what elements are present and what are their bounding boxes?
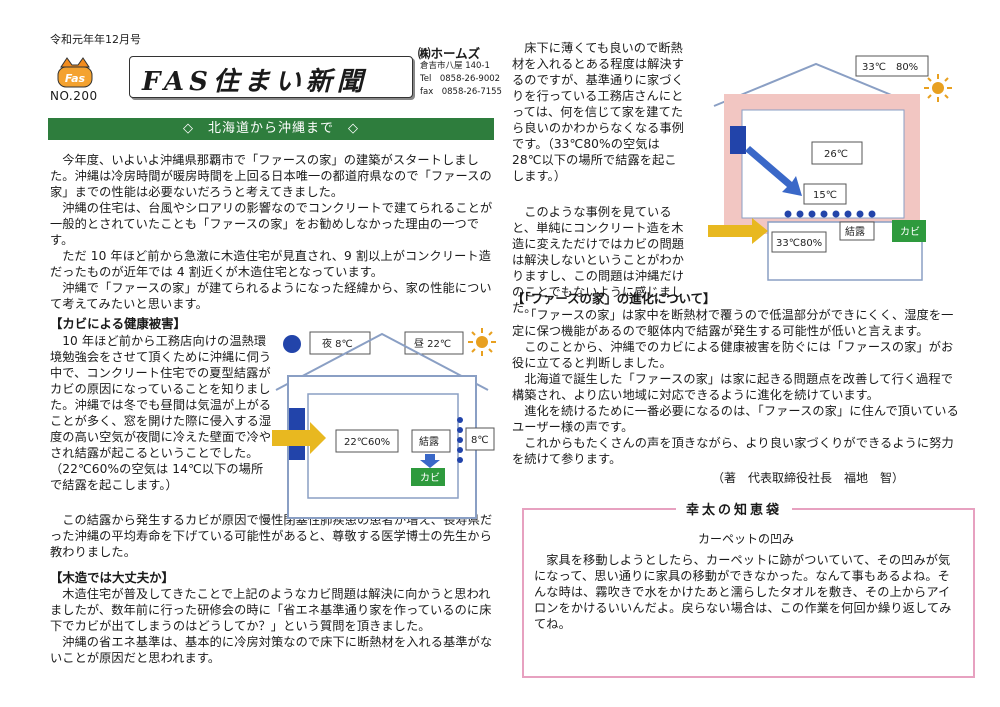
evolution-para: 進化を続けるために一番必要になるのは、「ファースの家」に住んで頂いているユーザー… — [512, 404, 959, 434]
mold-label: カビ — [420, 472, 440, 484]
mold-box — [892, 220, 926, 242]
section-heading-evolution: 【「ファースの家」の進化について】 — [512, 291, 716, 306]
house-roof — [713, 62, 919, 107]
tips-box-subtitle: カーペットの凹み — [698, 532, 795, 546]
newsletter-title: FAS住まい新聞 — [142, 67, 368, 97]
intro-para: ただ 10 年ほど前から急激に木造住宅が見直され、9 割以上がコンクリート造だっ… — [50, 249, 491, 279]
intro-para: 今年度、いよいよ沖縄県那覇市で「ファースの家」の建築がスタートしました。沖縄は冷… — [50, 153, 492, 199]
mold-para: 10 年ほど前から工務店向けの温熱環境勉強会をさせて頂くために沖縄に伺う中で、コ… — [50, 334, 272, 492]
condensation-droplets — [457, 417, 463, 463]
outside-condition-box — [855, 55, 929, 77]
issue-number: NO.200 — [50, 89, 98, 103]
tips-box-text: 家具を移動しようとしたら、カーペットに跡がついていて、その凹みが気になって、思い… — [534, 552, 958, 632]
condensation-droplets — [784, 210, 876, 218]
day-temp-label: 昼 22℃ — [414, 338, 451, 350]
wall-temp-box — [465, 427, 495, 451]
house-roof — [275, 332, 489, 391]
column2-para: このような事例を見ていると、単純にコンクリート造を木造に変えただけではカビの問題… — [512, 205, 685, 315]
section-heading-wooden: 【木造では大丈夫か】 — [50, 570, 174, 585]
tips-box-title: 幸太の知恵袋 — [676, 499, 793, 518]
inside-condition-box — [335, 429, 399, 453]
section-heading-mold: 【カビによる健康被害】 — [50, 316, 186, 331]
issue-date: 令和元年年12月号 — [50, 33, 141, 46]
tips-para: 家具を移動しようとしたら、カーペットに跡がついていて、その凹みが気になって、思い… — [534, 553, 952, 631]
mold-label: カビ — [900, 226, 920, 238]
company-tel: Tel 0858-26-9002 — [420, 74, 501, 84]
air-inflow-arrow — [272, 422, 326, 454]
newsletter-title-box: FAS住まい新聞 — [129, 56, 413, 98]
condensation-diagram-wooden: 33℃ 80% 26℃ 15℃ 33℃80% 結露 カビ — [708, 55, 952, 281]
cold-temp-box — [803, 183, 847, 205]
evolution-para: 「ファースの家」は家中を断熱材で覆うので低温部分ができにくく、湿度を一定に保つ機… — [512, 308, 954, 338]
company-fax: fax 0858-26-7155 — [420, 87, 502, 97]
wooden-para: 木造住宅が普及してきたことで上記のようなカビ問題は解決に向かうと思われましたが、… — [50, 587, 492, 633]
condensation-diagram-concrete: 夜 8℃ 昼 22℃ 22℃60% 結露 8℃ カビ — [272, 328, 496, 519]
mold-box — [411, 468, 445, 486]
company-address: 倉吉市八屋 140-1 — [420, 61, 490, 71]
moon-icon — [283, 335, 301, 353]
inside-temp-label: 26℃ — [824, 149, 848, 160]
day-temp-box — [404, 331, 464, 355]
evolution-text: 「ファースの家」は家中を断熱材で覆うので低温部分ができにくく、湿度を一定に保つ機… — [512, 307, 960, 467]
fas-logo: Fas — [57, 57, 93, 88]
wooden-text: 木造住宅が普及してきたことで上記のようなカビ問題は解決に向かうと思われましたが、… — [50, 586, 498, 666]
evolution-para: 北海道で誕生した「ファースの家」は家に起きる問題点を改善して行く過程で構築され、… — [512, 372, 954, 402]
fas-logo-text: Fas — [65, 72, 86, 85]
wall-temp-label: 8℃ — [471, 435, 489, 446]
night-temp-label: 夜 8℃ — [322, 337, 353, 350]
condensation-box — [411, 429, 451, 453]
window — [730, 126, 746, 154]
evolution-para: このことから、沖縄でのカビによる健康被害を防ぐには「ファースの家」がお役に立てる… — [512, 340, 954, 370]
column2-text: 床下に薄くても良いので断熱材を入れるとある程度は解決するのですが、基準通りに家づ… — [512, 40, 688, 316]
condensation-box — [839, 221, 875, 241]
intro-para: 沖縄で「ファースの家」が建てられるようになった経緯から、家の性能について考えてみ… — [50, 281, 492, 311]
intro-para: 沖縄の住宅は、台風やシロアリの影響なのでコンクリートで建てられることが一般的とさ… — [50, 201, 493, 247]
air-inflow-arrow — [708, 218, 768, 244]
down-arrow — [420, 454, 440, 468]
sun-icon — [468, 328, 496, 356]
floor-air-box — [771, 231, 827, 253]
company-name: ㈱ホームズ — [418, 46, 481, 61]
evolution-para: これからもたくさんの声を頂きながら、より良い家づくりができるように努力を続けて参… — [512, 436, 954, 466]
column2-para: 床下に薄くても良いので断熱材を入れるとある程度は解決するのですが、基準通りに家づ… — [512, 41, 685, 183]
outside-condition-label: 33℃ 80% — [862, 62, 918, 73]
intro-text: 今年度、いよいよ沖縄県那覇市で「ファースの家」の建築がスタートしました。沖縄は冷… — [50, 152, 498, 312]
cold-temp-label: 15℃ — [813, 190, 837, 201]
mold-text: 10 年ほど前から工務店向けの温熱環境勉強会をさせて頂くために沖縄に伺う中で、コ… — [50, 333, 272, 493]
condensation-label: 結露 — [419, 435, 439, 448]
cool-air-arrow — [745, 146, 802, 196]
section-banner: ◇ 北海道から沖縄まで ◇ — [48, 118, 494, 140]
author-signature: （著 代表取締役社長 福地 智） — [712, 471, 905, 485]
sun-icon — [924, 74, 952, 102]
inside-temp-box — [811, 141, 863, 165]
inside-condition-label: 22℃60% — [344, 437, 390, 448]
wooden-para: 沖縄の省エネ基準は、基本的に冷房対策なので床下に断熱材を入れる基準がないことが原… — [50, 635, 493, 665]
floor-air-label: 33℃80% — [776, 238, 822, 249]
condensation-label: 結露 — [845, 225, 865, 238]
